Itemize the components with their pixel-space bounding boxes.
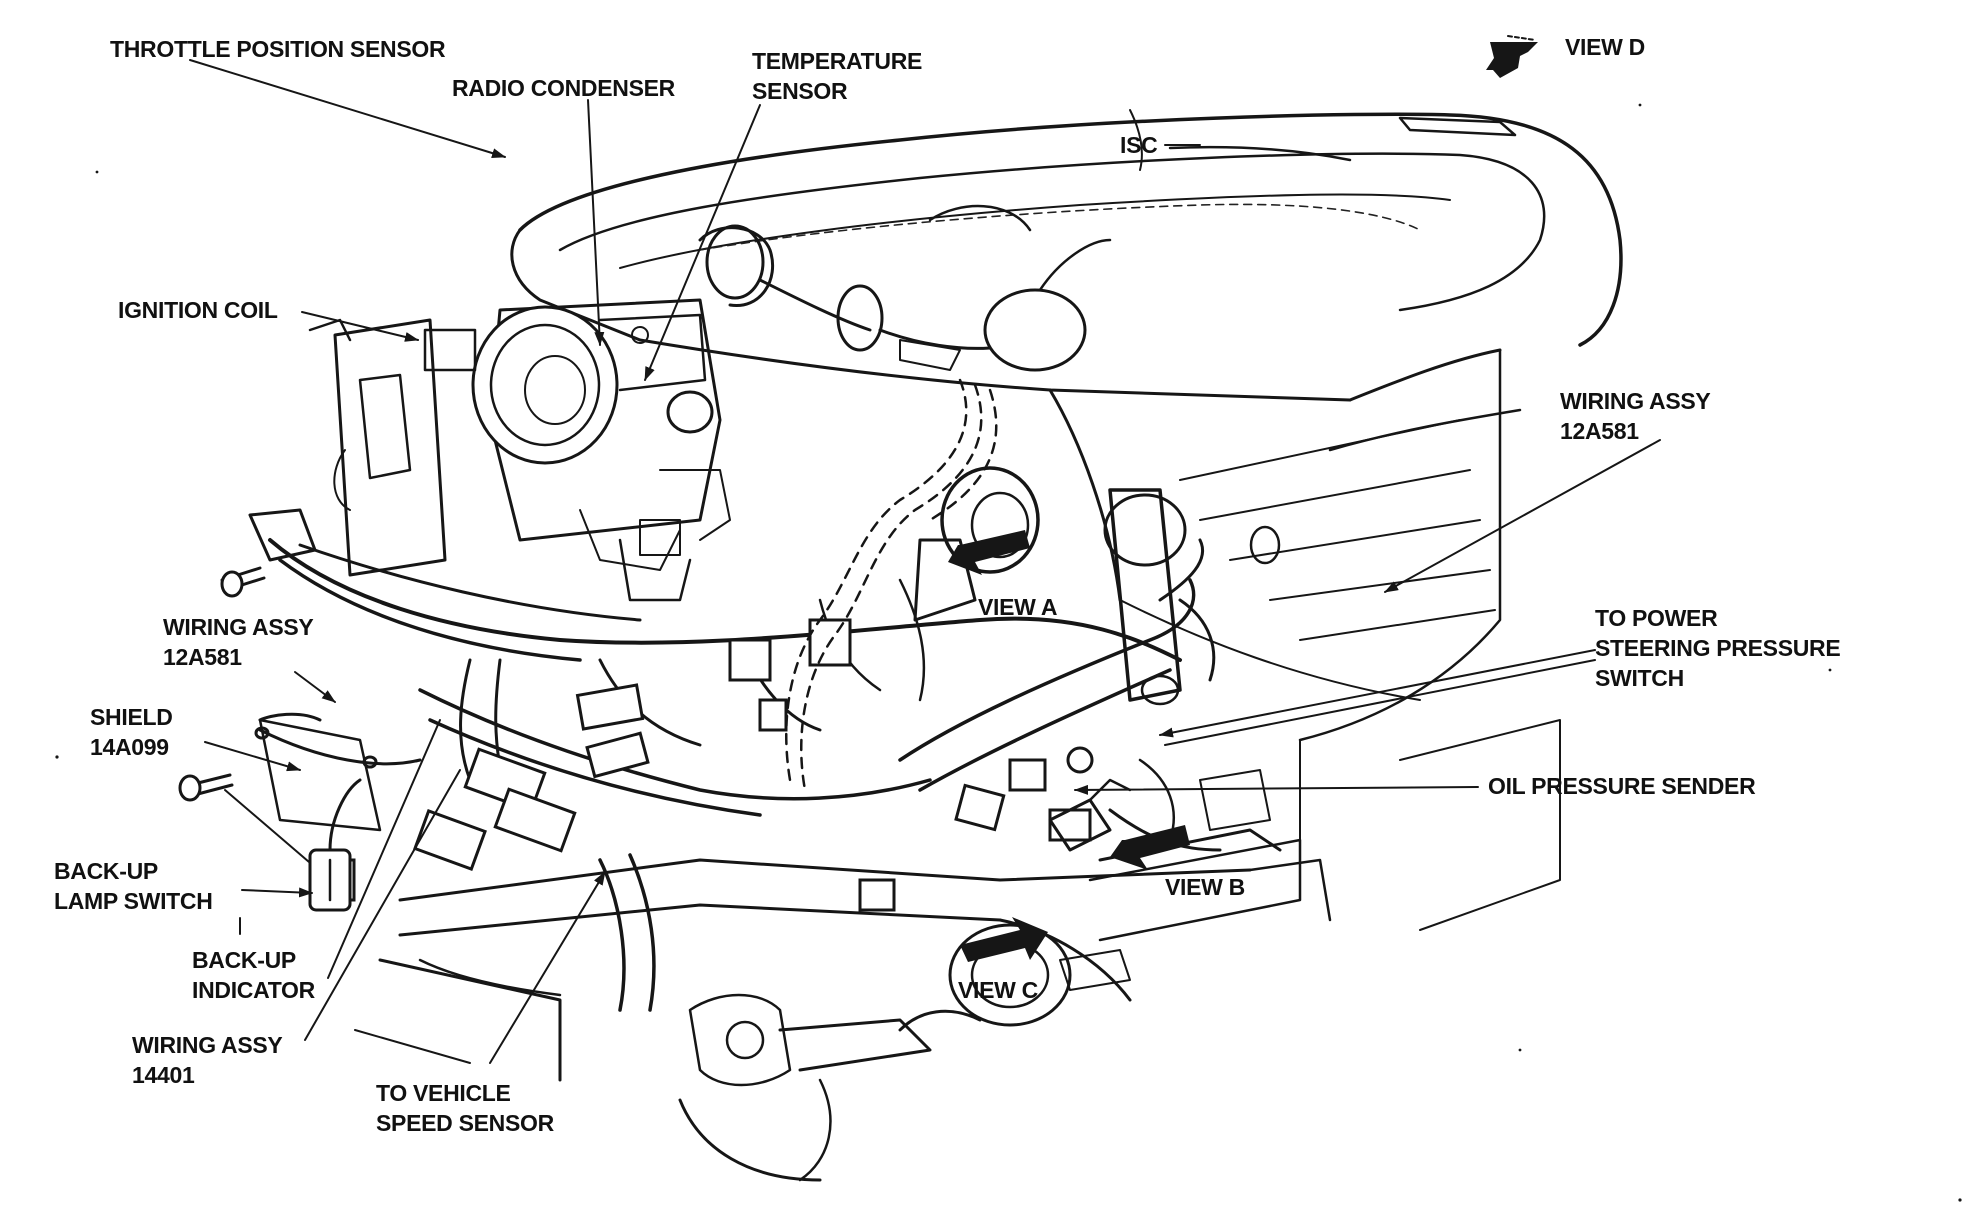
label-view-d: VIEW D [1565,34,1645,60]
label-view-c: VIEW C [958,977,1038,1003]
egr-valve [898,466,1040,702]
ignition-coil [308,318,477,577]
label-view-b: VIEW B [1165,874,1245,900]
intake-runners [698,204,1112,372]
label-throttle-position-sensor: THROTTLE POSITION SENSOR [110,36,446,62]
label-view-a: VIEW A [978,594,1058,620]
harness-connectors [318,618,1092,912]
label-isc: ISC [1120,132,1158,158]
engine-block [638,338,1561,931]
label-to-power-steering-pressure-switch: TO POWER STEERING PRESSURE SWITCH [1595,605,1841,691]
back-up-lamp-switch [308,778,362,912]
label-shield-14a099: SHIELD 14A099 [90,704,173,760]
scan-speckles [55,103,1962,1202]
throttle-body [471,298,731,602]
dashed-wire-routing [785,378,998,792]
label-wiring-assy-12a581-right: WIRING ASSY 12A581 [1560,388,1711,444]
shield-bracket [224,508,642,901]
label-wiring-assy-14401: WIRING ASSY 14401 [132,1032,283,1088]
label-to-vehicle-speed-sensor: TO VEHICLE SPEED SENSOR [376,1080,554,1136]
label-oil-pressure-sender: OIL PRESSURE SENDER [1488,773,1756,799]
label-back-up-indicator: BACK-UP INDICATOR [192,947,315,1003]
bolt-icon [178,566,266,802]
leader-lines [189,59,1661,1064]
label-radio-condenser: RADIO CONDENSER [452,75,675,101]
label-temperature-sensor: TEMPERATURE SENSOR [752,48,923,104]
view-direction-arrow-icon [948,35,1538,962]
label-wiring-assy-12a581-left: WIRING ASSY 12A581 [163,614,314,670]
label-back-up-lamp-switch: BACK-UP LAMP SWITCH [54,858,213,914]
wiring-harness [258,538,1216,1012]
accessory-bracket [1103,488,1205,706]
intake-plenum [510,109,1623,347]
label-ignition-coil: IGNITION COIL [118,297,278,323]
